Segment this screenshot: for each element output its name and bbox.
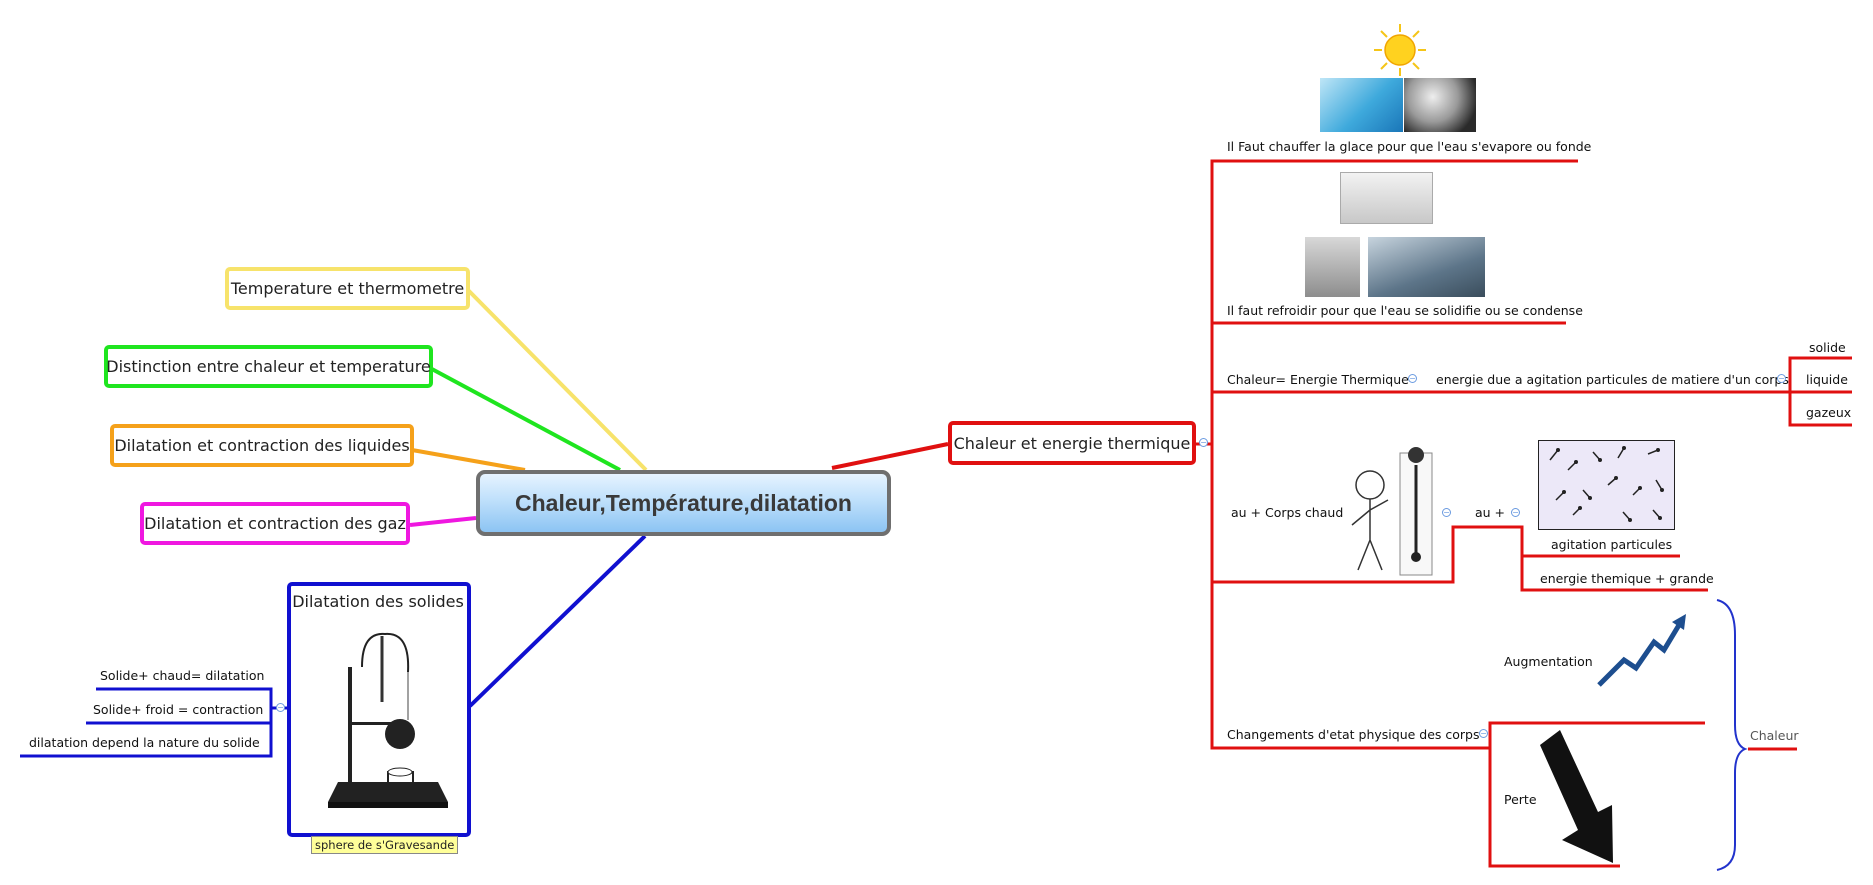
etat-solide-label: solide — [1809, 340, 1846, 355]
ice-glass-image — [1305, 237, 1360, 297]
condensation-image — [1368, 237, 1485, 297]
topic-gaz-label: Dilatation et contraction des gaz — [144, 514, 406, 533]
gravesande-apparatus-image — [328, 632, 448, 808]
etat-gazeux-label: gazeux — [1806, 405, 1852, 420]
sun-icon — [1374, 24, 1426, 76]
topic-distinction[interactable]: Distinction entre chaleur et temperature — [104, 345, 433, 388]
topic-solides-title: Dilatation des solides — [292, 592, 464, 611]
etat-liquide-label: liquide — [1806, 372, 1848, 387]
collapse-agitation-icon[interactable]: − — [1777, 374, 1786, 383]
perte-label: Perte — [1504, 792, 1537, 807]
central-topic[interactable]: Chaleur,Température,dilatation — [476, 470, 891, 536]
chauffer-label: Il Faut chauffer la glace pour que l'eau… — [1227, 139, 1592, 154]
topic-temperature-label: Temperature et thermometre — [230, 279, 465, 298]
hot-person-thermometer-image — [1351, 447, 1433, 576]
energie-grande-label: energie themique + grande — [1540, 571, 1714, 586]
agitation-particules-label: agitation particules — [1551, 537, 1673, 552]
collapse-corps-icon[interactable]: − — [1442, 508, 1451, 517]
rising-arrow-icon — [1597, 614, 1686, 687]
collapse-right-icon[interactable]: − — [1199, 438, 1208, 447]
freezer-image — [1340, 172, 1433, 224]
augmentation-label: Augmentation — [1504, 654, 1593, 669]
down-arrow-icon — [1540, 730, 1613, 863]
topic-temperature[interactable]: Temperature et thermometre — [225, 267, 470, 310]
chaleur-label: Chaleur — [1750, 728, 1799, 743]
collapse-energie-icon[interactable]: − — [1408, 374, 1417, 383]
gravesande-caption: sphere de s'Gravesande — [311, 836, 459, 854]
central-topic-title: Chaleur,Température,dilatation — [515, 489, 852, 516]
dilatation-nature-label: dilatation depend la nature du solide — [29, 735, 260, 750]
au-plus-label: au + — [1475, 505, 1506, 520]
solide-chaud-label: Solide+ chaud= dilatation — [100, 668, 265, 683]
topic-gaz[interactable]: Dilatation et contraction des gaz — [140, 502, 410, 545]
topic-liquides-label: Dilatation et contraction des liquides — [114, 436, 410, 455]
refroidir-label: Il faut refroidir pour que l'eau se soli… — [1227, 303, 1583, 318]
topic-chaleur-energie[interactable]: Chaleur et energie thermique — [948, 421, 1196, 465]
solide-froid-label: Solide+ froid = contraction — [93, 702, 264, 717]
steam-kettle-image — [1404, 78, 1476, 132]
agitation-matiere-label: energie due a agitation particules de ma… — [1436, 372, 1789, 387]
particles-agitation-image — [1538, 440, 1675, 530]
corps-chaud-label: au + Corps chaud — [1231, 505, 1344, 520]
topic-chaleur-energie-label: Chaleur et energie thermique — [953, 433, 1191, 453]
topic-liquides[interactable]: Dilatation et contraction des liquides — [110, 424, 414, 467]
changements-etat-label: Changements d'etat physique des corps — [1227, 727, 1480, 742]
energie-thermique-label: Chaleur= Energie Thermique — [1227, 372, 1409, 387]
ice-cubes-image — [1320, 78, 1403, 132]
collapse-au-plus-icon[interactable]: − — [1511, 508, 1520, 517]
topic-distinction-label: Distinction entre chaleur et temperature — [106, 357, 431, 376]
collapse-solides-icon[interactable]: − — [276, 703, 285, 712]
collapse-changements-icon[interactable]: − — [1479, 729, 1488, 738]
